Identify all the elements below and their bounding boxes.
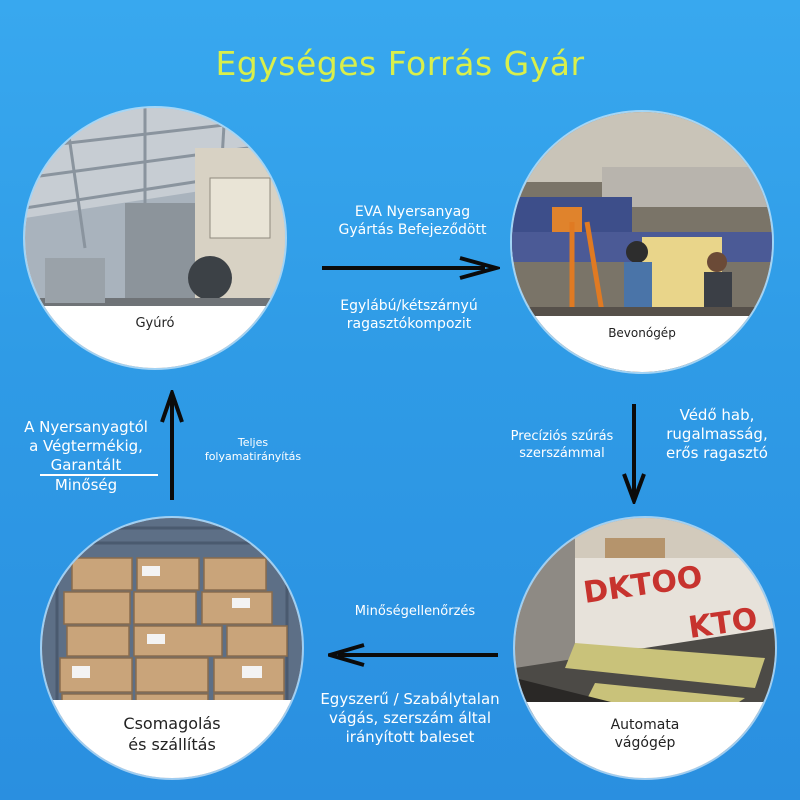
node-caption: Gyúró	[25, 306, 285, 368]
edge-left-label-left: A Nyersanyagtól a Végtermékig, Garantált…	[24, 418, 148, 494]
node-coating: Bevonógép	[512, 112, 772, 372]
node-caption: Csomagolás és szállítás	[42, 700, 302, 778]
node-cutting: DKTOO KTO Automata vágógép	[515, 518, 775, 778]
divider	[40, 474, 158, 476]
node-caption: Bevonógép	[512, 316, 772, 372]
node-packaging: Csomagolás és szállítás	[42, 518, 302, 778]
page-title: Egységes Forrás Gyár	[215, 44, 585, 83]
left-arrow-icon	[328, 643, 498, 667]
edge-right-label-left: Precíziós szúrás szerszámmal	[510, 429, 614, 461]
right-arrow-icon	[322, 256, 500, 280]
edge-bottom-label-above: Minőségellenőrzés	[354, 604, 476, 619]
edge-left-label-right: Teljes folyamatirányítás	[204, 436, 302, 464]
down-arrow-icon	[622, 404, 646, 504]
node-kneading: Gyúró	[25, 108, 285, 368]
edge-right-label-right: Védő hab, rugalmasság, erős ragasztó	[666, 406, 768, 463]
edge-top-label-above: EVA Nyersanyag Gyártás Befejeződött	[338, 204, 487, 238]
up-arrow-icon	[160, 390, 184, 500]
edge-bottom-label-below: Egyszerű / Szabálytalan vágás, szerszám …	[320, 690, 500, 747]
node-caption: Automata vágógép	[515, 702, 775, 778]
edge-top-label-below: Egylábú/kétszárnyú ragasztókompozit	[340, 298, 478, 332]
